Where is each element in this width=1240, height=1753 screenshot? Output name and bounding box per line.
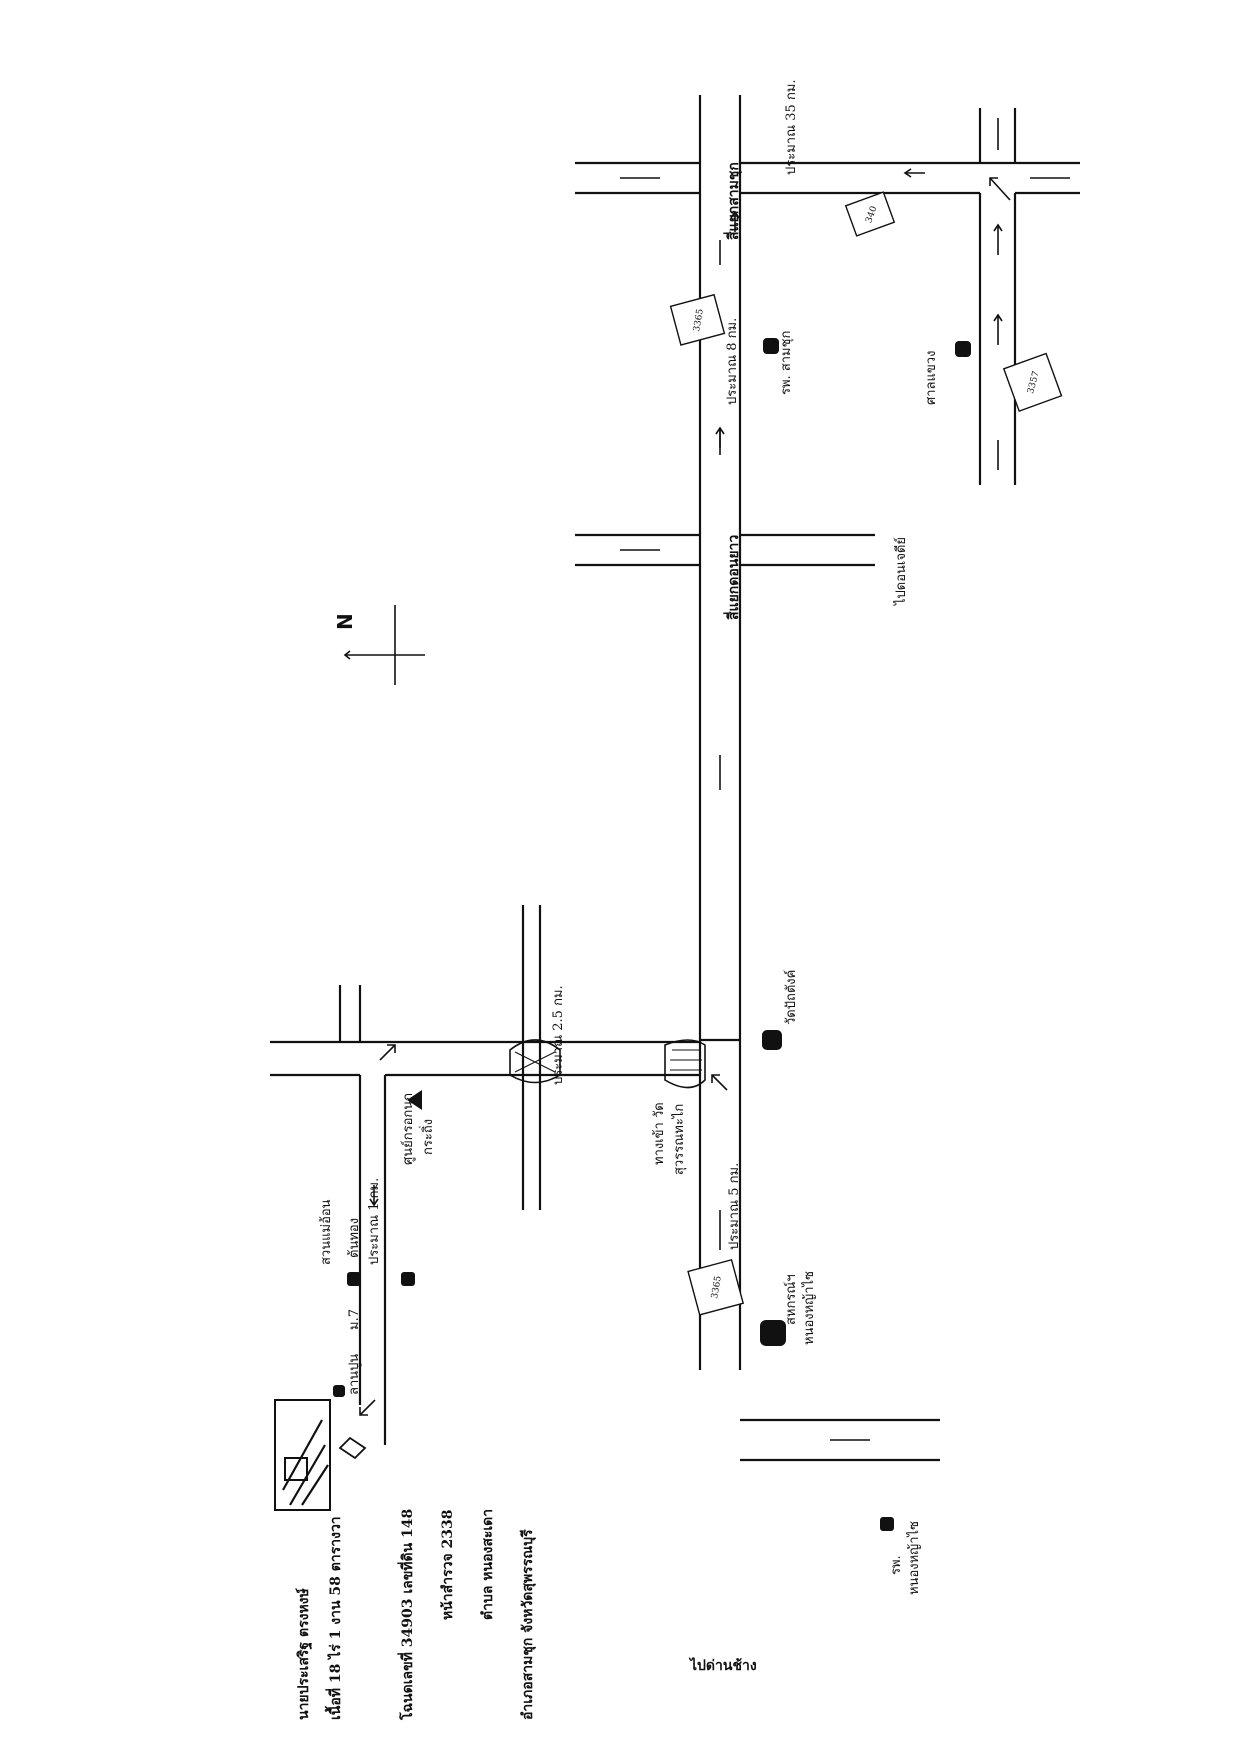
arrow-diagonal-icon <box>711 1074 728 1091</box>
distance-1km-label: ประมาณ 1 กม. <box>367 1178 382 1265</box>
ban-mae-on-label-line1: สวนแม่อ้อน <box>319 1199 334 1265</box>
arrow-diagonal-icon <box>989 177 1011 201</box>
coop-label-line1: สหกรณ์ฯ <box>783 1274 799 1325</box>
hospital-marker-icon <box>763 338 779 354</box>
school-label-line1: ศูนย์กรอกนก <box>400 1093 416 1165</box>
north-label: N <box>333 613 357 630</box>
subdistrict-label: ตำบล หนองสะเดา <box>480 1509 496 1620</box>
temple-gate-icon <box>664 1039 706 1089</box>
title-deed-label: โฉนดเลขที่ 34903 เลขที่ดิน 148 <box>397 1509 416 1721</box>
survey-page-label: หน้าสำรวจ 2338 <box>440 1510 456 1621</box>
hospital-marker-icon <box>880 1517 894 1531</box>
moo7-label: ม.7 <box>347 1309 362 1330</box>
temple-name-label: สุวรรณทะไก <box>671 1104 687 1175</box>
arrow-up-icon <box>993 223 1003 255</box>
district-province-label: อำเภอสามชุก จังหวัดสุพรรณบุรี <box>520 1529 536 1720</box>
map-labels: สี่แยกสามชุก ประมาณ 35 กม. ประมาณ 8 กม. … <box>319 79 939 1674</box>
village-marker-icon <box>347 1272 361 1286</box>
road-network <box>270 95 1080 1511</box>
coop-label-line2: หนองหญ้าไซ <box>801 1271 817 1345</box>
wat-pattana-label: วัดปัถตังค์ <box>783 970 799 1025</box>
arrow-up-icon <box>993 313 1003 345</box>
sam-chuk-junction-label: สี่แยกสามชุก <box>723 162 742 240</box>
ban-mae-on-label-line2: ต้นทอง <box>347 1218 362 1258</box>
sam-chuk-hospital-label: รพ. สามชุก <box>779 331 794 395</box>
flag-marker-icon <box>407 1090 422 1110</box>
arrow-down-icon <box>369 1185 379 1207</box>
cement-yard-marker-icon <box>333 1385 345 1397</box>
temple-marker-icon <box>762 1030 782 1050</box>
svg-text:3365: 3365 <box>710 1275 724 1300</box>
coop-marker-icon <box>760 1320 786 1346</box>
arrow-diagonal-icon <box>379 1044 396 1061</box>
don-yao-junction-label: สี่แยกดอนยาว <box>723 535 742 621</box>
distance-2-5km-label: ประมาณ 2.5 กม. <box>551 985 566 1085</box>
owner-label: นายประเสริฐ ตรงหงษ์ <box>295 1588 313 1720</box>
nongyasai-hospital-label-line1: รพ. <box>889 1555 904 1575</box>
house-icon <box>338 1436 367 1460</box>
distance-8km-label: ประมาณ 8 กม. <box>725 318 740 405</box>
route-sign-3357: 3357 <box>1002 352 1063 413</box>
route-sign-3365-bottom: 3365 <box>687 1258 745 1316</box>
landmark-markers <box>333 338 971 1531</box>
distance-35km-label: ประมาณ 35 กม. <box>784 79 799 175</box>
court-marker-icon <box>955 341 971 357</box>
route-sign-3365-top: 3365 <box>669 293 726 346</box>
property-info: นายประเสริฐ ตรงหงษ์ เนื้อที่ 18 ไร่ 1 งา… <box>295 1509 536 1721</box>
lane-dashes <box>620 118 1070 1441</box>
arrow-left-icon <box>730 210 740 232</box>
arrow-left-icon <box>715 426 725 448</box>
cement-yard-label: ลานปูน <box>347 1354 362 1395</box>
route-sign-340: 340 <box>844 191 896 237</box>
to-don-chedi-label: ไปดอนเจดีย์ <box>893 537 909 606</box>
north-arrow: N <box>333 605 425 685</box>
direction-arrows <box>359 168 1011 1416</box>
distance-5km-label: ประมาณ 5 กม. <box>727 1163 742 1250</box>
bridge-icon <box>509 1039 561 1084</box>
temple-entrance-label: ทางเข้า วัด <box>652 1102 667 1165</box>
arrow-left-icon <box>903 168 925 178</box>
court-label: ศาลแขวง <box>924 351 939 405</box>
area-label: เนื้อที่ 18 ไร่ 1 งาน 58 ตารางวา <box>324 1516 344 1720</box>
svg-text:3365: 3365 <box>692 308 706 333</box>
arrow-diagonal-icon <box>359 1399 376 1416</box>
to-dan-chang-label: ไปด่านช้าง <box>688 1656 757 1674</box>
school-marker-icon <box>401 1272 415 1286</box>
nongyasai-hospital-label-line2: หนองหญ้าไซ <box>906 1521 922 1595</box>
school-label-line2: กระถิ่ง <box>419 1119 436 1155</box>
